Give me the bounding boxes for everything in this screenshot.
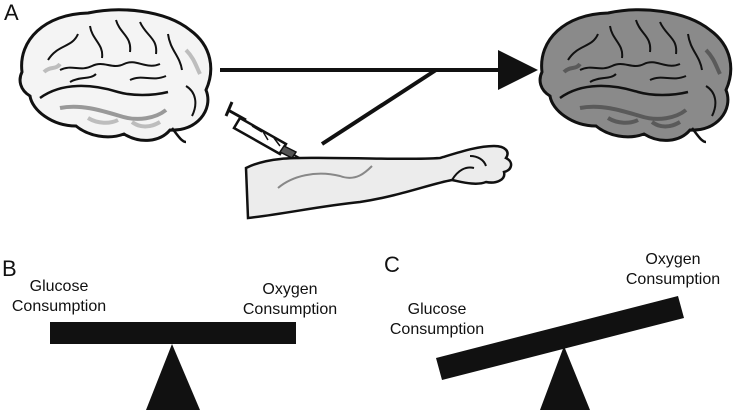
panel-c-label: C [384, 252, 400, 277]
brain-normal-icon [18, 8, 213, 144]
panel-b-oxygen-line1: Oxygen [262, 281, 318, 298]
panel-c-beam [436, 296, 684, 380]
arm-icon [244, 144, 513, 220]
panel-b-glucose-line2: Consumption [11, 298, 107, 315]
panel-c-glucose-line2: Consumption [389, 321, 485, 338]
panel-c-fulcrum-icon [540, 346, 590, 410]
panel-c-glucose-label: Glucose Consumption [384, 300, 490, 340]
panel-c-oxygen-line1: Oxygen [645, 251, 701, 268]
panel-b-oxygen-label: Oxygen Consumption [234, 280, 346, 320]
panel-c-oxygen-label: Oxygen Consumption [618, 250, 728, 290]
panel-b-beam [50, 322, 296, 344]
panel-b-label: B [2, 256, 17, 281]
panel-b-seesaw [50, 322, 296, 410]
brain-activated-icon [538, 8, 733, 144]
panel-b-glucose-line1: Glucose [29, 278, 89, 295]
panel-a-label: A [4, 0, 19, 25]
panel-c-glucose-line1: Glucose [407, 301, 467, 318]
panel-b-glucose-label: Glucose Consumption [4, 277, 114, 317]
panel-b-fulcrum-icon [146, 344, 200, 410]
panel-c-seesaw [436, 296, 684, 410]
injection-connector-line [320, 68, 438, 146]
panel-b-oxygen-line2: Consumption [242, 301, 338, 318]
panel-c-oxygen-line2: Consumption [625, 271, 721, 288]
